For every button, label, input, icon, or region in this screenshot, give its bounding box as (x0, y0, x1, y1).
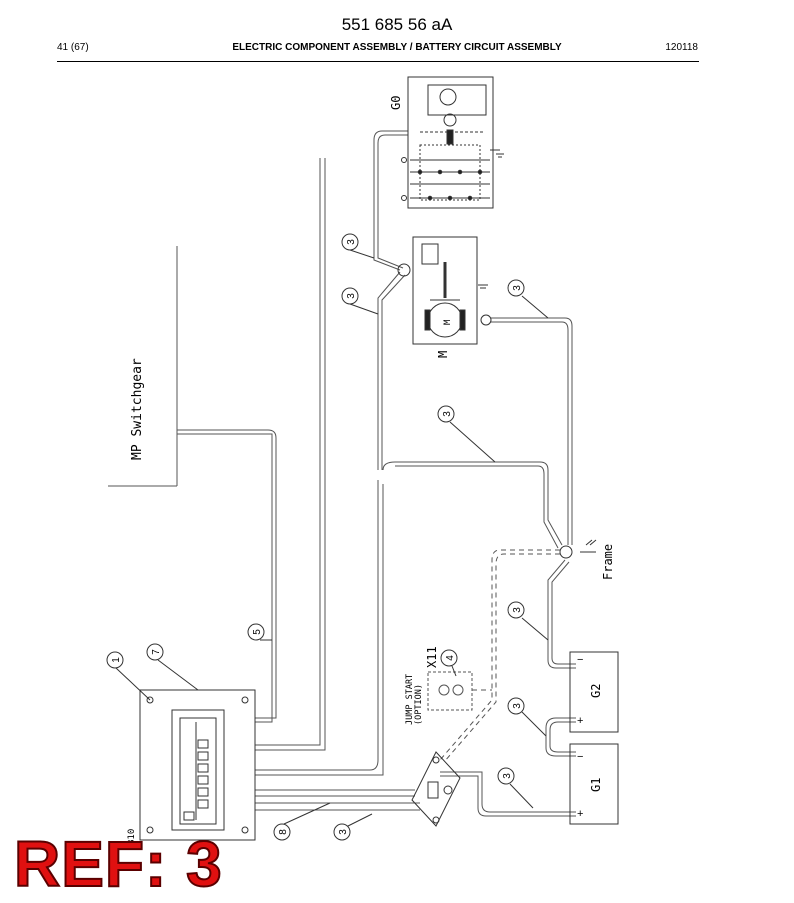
callout-3-battery-link: 3 (512, 703, 523, 709)
motor-to-frame-cable (382, 317, 573, 549)
header-rule (57, 61, 699, 62)
motor-label: M (436, 351, 450, 358)
document-number: 551 685 56 aA (341, 15, 453, 34)
battery-g2-label: G2 (589, 684, 603, 698)
battery-g1-label: G1 (589, 778, 603, 792)
callout-1: 1 (111, 657, 122, 663)
callout-4: 4 (445, 655, 456, 661)
callout-3-generator-lower: 3 (346, 293, 357, 299)
g1-return-cable (440, 771, 576, 817)
battery-g1 (569, 743, 619, 825)
generator-label: G0 (389, 96, 403, 110)
generator-g0 (401, 76, 504, 209)
g1-plus-terminal: + (577, 808, 583, 820)
callouts (106, 233, 549, 841)
g2-g1-link-cable (545, 717, 576, 757)
starter-motor (397, 236, 492, 345)
generator-cables (373, 130, 408, 470)
fuse-box-label: B10 (127, 829, 137, 845)
callout-3-bottom: 3 (338, 829, 349, 835)
main-switch (411, 751, 461, 827)
jump-start-label-1: JUMP START (405, 674, 415, 725)
motor-symbol: M (443, 319, 453, 325)
callout-3-frame: 3 (512, 607, 523, 613)
battery-g2 (569, 651, 619, 733)
jump-start-id: X11 (425, 646, 439, 668)
mp-switchgear-outline (108, 246, 178, 487)
callout-3-g1: 3 (502, 773, 513, 779)
callout-7: 7 (151, 649, 162, 655)
g2-plus-terminal: + (577, 715, 583, 727)
mp-switchgear-label: MP Switchgear (130, 358, 145, 460)
fuse-box (139, 689, 256, 841)
callout-3-motor: 3 (512, 285, 523, 291)
jump-start-dashed (439, 549, 560, 763)
callout-3-main: 3 (442, 411, 453, 417)
frame-label: Frame (601, 544, 615, 580)
page-title: ELECTRIC COMPONENT ASSEMBLY / BATTERY CI… (232, 42, 562, 53)
frame-ground (559, 539, 597, 559)
g2-minus-terminal: − (577, 654, 583, 666)
jump-start-connector (427, 671, 473, 711)
page-number: 41 (67) (57, 42, 89, 53)
document-date: 120118 (665, 42, 698, 53)
callout-8: 8 (278, 829, 289, 835)
harness-lines (177, 158, 420, 811)
jump-start-label-2: (OPTION) (414, 684, 424, 725)
ref-label: REF: 3 (13, 828, 223, 900)
callout-3-generator-upper: 3 (346, 239, 357, 245)
callout-5: 5 (252, 629, 263, 635)
g1-minus-terminal: − (577, 751, 583, 763)
frame-to-g2-cable (547, 559, 576, 669)
